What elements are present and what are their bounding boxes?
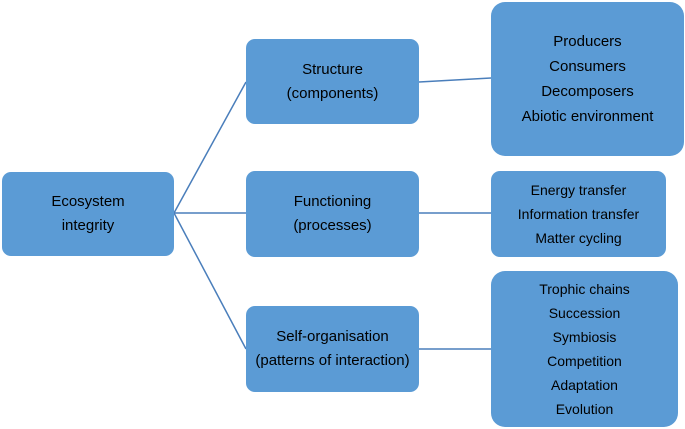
category-node-self-organisation: Self-organisation (patterns of interacti… [246, 306, 419, 392]
connector-root-structure [173, 81, 247, 214]
category-self-organisation-title: Self-organisation [276, 328, 389, 345]
detail-item: Competition [547, 353, 622, 369]
detail-item: Energy transfer [530, 182, 627, 198]
category-structure-title: Structure [302, 60, 363, 78]
detail-item: Matter cycling [535, 230, 622, 246]
detail-item: Consumers [549, 58, 626, 75]
category-node-structure: Structure (components) [246, 39, 419, 124]
connector-root-self-organisation [173, 212, 247, 350]
detail-item: Producers [553, 33, 622, 50]
detail-node-self-organisation: Trophic chains Succession Symbiosis Comp… [491, 271, 678, 427]
detail-item: Succession [548, 305, 621, 321]
detail-item: Abiotic environment [521, 108, 654, 125]
category-self-organisation-subtitle: (patterns of interaction) [255, 352, 410, 369]
detail-node-structure: Producers Consumers Decomposers Abiotic … [491, 2, 684, 156]
detail-item: Symbiosis [552, 329, 617, 345]
category-structure-subtitle: (components) [286, 84, 379, 102]
root-node-ecosystem-integrity: Ecosystem integrity [2, 172, 174, 256]
detail-node-functioning: Energy transfer Information transfer Mat… [491, 171, 666, 257]
root-line-2: integrity [61, 217, 115, 234]
category-functioning-title: Functioning [293, 193, 372, 210]
category-functioning-subtitle: (processes) [293, 217, 372, 234]
connector-structure-details [418, 77, 492, 83]
detail-item: Adaptation [551, 377, 618, 393]
detail-item: Information transfer [517, 206, 640, 222]
detail-item: Evolution [555, 401, 614, 417]
root-line-1: Ecosystem [51, 193, 125, 210]
category-node-functioning: Functioning (processes) [246, 171, 419, 257]
detail-item: Decomposers [541, 83, 634, 100]
detail-item: Trophic chains [539, 281, 630, 297]
